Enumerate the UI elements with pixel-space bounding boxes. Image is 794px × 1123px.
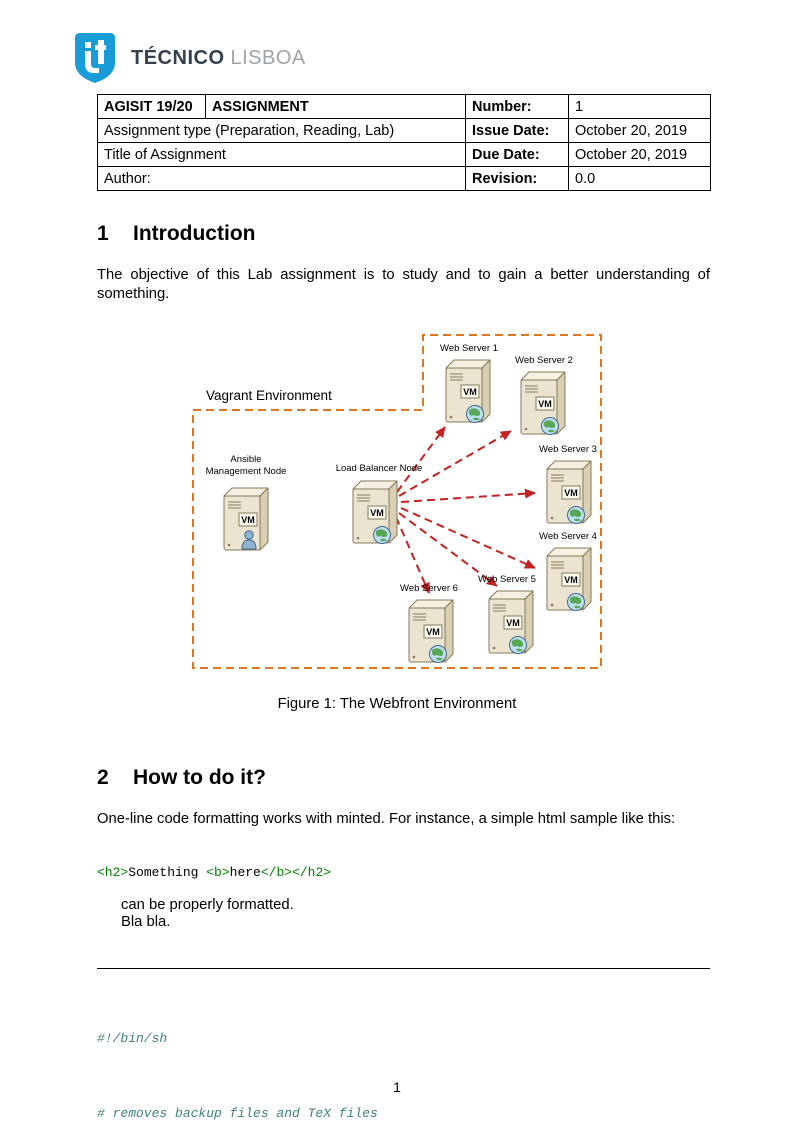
web-server-6-node: VM — [408, 599, 454, 663]
vm-badge: VM — [506, 618, 520, 628]
globe-icon — [567, 506, 585, 524]
number-label-cell: Number: — [465, 94, 569, 119]
arrow-to-web-server-3 — [400, 488, 536, 503]
figure-caption: Figure 1: The Webfront Environment — [277, 696, 517, 712]
vagrant-environment-box — [192, 334, 602, 669]
code-token: </b> — [260, 865, 293, 880]
arrow-to-web-server-6 — [395, 516, 430, 594]
web-server-2-label: Web Server 2 — [515, 355, 573, 366]
vm-badge: VM — [426, 627, 440, 637]
code-token: <h2> — [97, 865, 129, 880]
after-code-text-2: Bla bla. — [121, 914, 171, 930]
revision-label-cell: Revision: — [465, 166, 569, 191]
issue-date-label-cell: Issue Date: — [465, 118, 569, 143]
code-line: #!/bin/sh — [97, 1031, 168, 1046]
revision-value-cell: 0.0 — [568, 166, 711, 191]
number-value-cell: 1 — [568, 94, 711, 119]
section-2-number: 2 — [97, 766, 109, 789]
vm-badge: VM — [241, 515, 255, 525]
vm-badge: VM — [463, 387, 477, 397]
load-balancer-node: VM — [352, 480, 398, 544]
due-date-value-cell: October 20, 2019 — [568, 142, 711, 167]
section-2-title: How to do it? — [133, 766, 266, 789]
web-server-4-label: Web Server 4 — [539, 531, 597, 542]
section-1-title: Introduction — [133, 222, 256, 245]
arrow-to-web-server-5 — [398, 512, 498, 587]
code-token: here — [229, 865, 261, 880]
vm-badge: VM — [538, 399, 552, 409]
section-2-paragraph: One-line code formatting works with mint… — [97, 811, 676, 827]
arrow-to-web-server-4 — [400, 507, 536, 569]
web-server-1-label: Web Server 1 — [440, 343, 498, 354]
vm-badge: VM — [370, 508, 384, 518]
title-cell: Title of Assignment — [97, 142, 466, 167]
after-code-text-1: can be properly formatted. — [121, 897, 294, 913]
course-code-cell: AGISIT 19/20 — [97, 94, 206, 119]
globe-icon — [541, 417, 559, 435]
inline-code-sample: <h2>Something <b>here</b></h2> — [97, 865, 331, 880]
webfront-environment-diagram: Vagrant Environment Ansible Management N… — [192, 334, 602, 669]
ansible-node-label-line2: Management Node — [206, 466, 287, 477]
arrow-to-web-server-1 — [396, 426, 446, 493]
globe-icon — [509, 636, 527, 654]
web-server-2-node: VM — [520, 371, 566, 435]
table-row: AGISIT 19/20 ASSIGNMENT Number: 1 — [97, 94, 711, 119]
page-number: 1 — [393, 1079, 401, 1095]
section-1-number: 1 — [97, 222, 109, 245]
table-row: Author: Revision: 0.0 — [97, 166, 711, 191]
web-server-1-node: VM — [445, 359, 491, 423]
code-token: <b> — [206, 865, 230, 880]
author-cell: Author: — [97, 166, 466, 191]
vagrant-environment-label: Vagrant Environment — [206, 388, 332, 403]
code-line: # removes backup files and TeX files — [97, 1106, 378, 1121]
globe-icon — [466, 405, 484, 423]
web-server-4-node: VM — [546, 547, 592, 611]
web-server-5-node: VM — [488, 590, 534, 654]
web-server-3-label: Web Server 3 — [539, 444, 597, 455]
table-row: Assignment type (Preparation, Reading, L… — [97, 118, 711, 143]
web-server-5-label: Web Server 5 — [478, 574, 536, 585]
shell-code-block: #!/bin/sh # removes backup files and TeX… — [97, 976, 378, 1123]
globe-icon — [429, 645, 447, 663]
section-2-heading: 2 How to do it? — [97, 766, 266, 790]
vm-badge: VM — [564, 575, 578, 585]
globe-icon — [567, 593, 585, 611]
vm-badge: VM — [564, 488, 578, 498]
web-server-3-node: VM — [546, 460, 592, 524]
logo-lisboa-text: LISBOA — [230, 46, 306, 69]
logo-tecnico-text: TÉCNICO — [131, 46, 225, 69]
code-token: Something — [128, 865, 207, 880]
assignment-type-cell: Assignment type (Preparation, Reading, L… — [97, 118, 466, 143]
section-1-heading: 1 Introduction — [97, 222, 255, 246]
code-token: </h2> — [292, 865, 332, 880]
due-date-label-cell: Due Date: — [465, 142, 569, 167]
assignment-header-table: AGISIT 19/20 ASSIGNMENT Number: 1 Assign… — [97, 94, 711, 191]
code-block-top-rule — [97, 968, 710, 969]
globe-icon — [373, 526, 391, 544]
tecnico-shield-icon — [75, 33, 115, 83]
web-server-6-label: Web Server 6 — [400, 583, 458, 594]
ansible-management-node: VM — [223, 487, 269, 551]
assignment-cell: ASSIGNMENT — [205, 94, 466, 119]
table-row: Title of Assignment Due Date: October 20… — [97, 142, 711, 167]
ansible-node-label-line1: Ansible — [230, 454, 261, 465]
section-1-paragraph: The objective of this Lab assignment is … — [97, 267, 710, 303]
issue-date-value-cell: October 20, 2019 — [568, 118, 711, 143]
load-balancer-label: Load Balancer Node — [336, 463, 423, 474]
arrow-to-web-server-2 — [398, 430, 512, 497]
